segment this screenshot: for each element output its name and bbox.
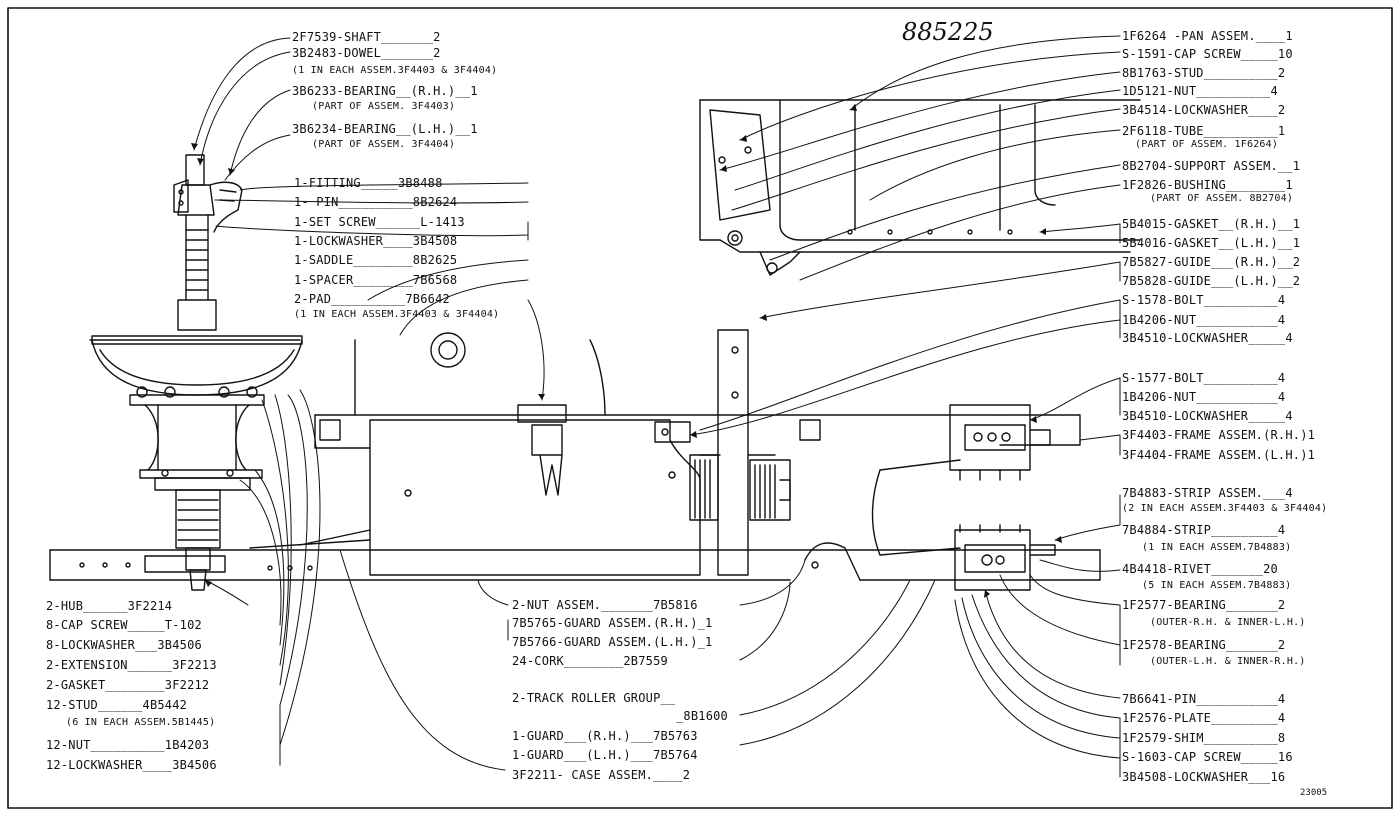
spindle-hub-assembly bbox=[89, 154, 303, 591]
part-note-bearing-rh: (PART OF ASSEM. 3F4403) bbox=[312, 101, 456, 112]
part-label-cap-screw-hub: 8-CAP SCREW_____T-102 bbox=[46, 618, 202, 632]
part-label-cap-screw-top: S-1591-CAP SCREW_____10 bbox=[1122, 47, 1293, 61]
part-note-bearing-lh: (PART OF ASSEM. 3F4404) bbox=[312, 139, 456, 150]
part-label-bearing-lh: 3B6234-BEARING__(L.H.)__1 bbox=[292, 122, 478, 136]
part-label-lockwasher-hub: 8-LOCKWASHER___3B4506 bbox=[46, 638, 202, 652]
part-label-frame-assem-rh: 3F4403-FRAME ASSEM.(R.H.)1 bbox=[1122, 428, 1316, 442]
part-label-strip: 7B4884-STRIP_________4 bbox=[1122, 523, 1286, 537]
part-note-pad: (1 IN EACH ASSEM.3F4403 & 3F4404) bbox=[294, 309, 500, 320]
part-note-strip: (1 IN EACH ASSEM.7B4883) bbox=[1142, 542, 1292, 553]
part-label-lockwasher-pan: 3B4514-LOCKWASHER____2 bbox=[1122, 103, 1286, 117]
part-label-shim: 1F2579-SHIM__________8 bbox=[1122, 731, 1286, 745]
part-label-track-roller-group-number: _8B1600 bbox=[676, 709, 728, 723]
part-note-bearing-outer-lh: (OUTER-L.H. & INNER-R.H.) bbox=[1150, 656, 1306, 667]
part-label-extension: 2-EXTENSION______3F2213 bbox=[46, 658, 217, 672]
part-label-guide-lh: 7B5828-GUIDE___(L.H.)__2 bbox=[1122, 274, 1301, 288]
part-label-guard-rh: 1-GUARD___(R.H.)___7B5763 bbox=[512, 729, 698, 743]
arrow-heads bbox=[191, 104, 1062, 598]
part-label-fitting: 1-FITTING_____3B8488 bbox=[294, 176, 443, 190]
track-roller-frame bbox=[49, 329, 1101, 581]
part-note-tube: (PART OF ASSEM. 1F6264) bbox=[1135, 139, 1279, 150]
part-label-pan-assem: 1F6264 -PAN ASSEM.____1 bbox=[1122, 29, 1293, 43]
part-label-strip-assem: 7B4883-STRIP ASSEM.___4 bbox=[1122, 486, 1293, 500]
part-label-pin-bottom: 7B6641-PIN___________4 bbox=[1122, 692, 1286, 706]
part-label-guard-assem-rh: 7B5765-GUARD ASSEM.(R.H.)_1 bbox=[512, 616, 713, 630]
part-note-rivet: (5 IN EACH ASSEM.7B4883) bbox=[1142, 580, 1292, 591]
figure-code: 23005 bbox=[1300, 788, 1328, 798]
part-label-lockwasher-stud: 12-LOCKWASHER____3B4506 bbox=[46, 758, 217, 772]
part-label-gasket-hub: 2-GASKET________3F2212 bbox=[46, 678, 210, 692]
part-note-bushing: (PART OF ASSEM. 8B2704) bbox=[1150, 193, 1294, 204]
part-label-tube: 2F6118-TUBE__________1 bbox=[1122, 124, 1286, 138]
part-label-frame-assem-lh: 3F4404-FRAME ASSEM.(L.H.)1 bbox=[1122, 448, 1316, 462]
part-label-case-assem: 3F2211- CASE ASSEM.____2 bbox=[512, 768, 691, 782]
part-label-shaft: 2F7539-SHAFT_______2 bbox=[292, 30, 441, 44]
part-label-gasket-lh: 5B4016-GASKET__(L.H.)__1 bbox=[1122, 236, 1301, 250]
part-note-stud-hub: (6 IN EACH ASSEM.5B1445) bbox=[66, 717, 216, 728]
part-label-bearing-outer-rh: 1F2577-BEARING_______2 bbox=[1122, 598, 1286, 612]
part-label-saddle: 1-SADDLE________8B2625 bbox=[294, 253, 458, 267]
part-label-rivet: 4B4418-RIVET_______20 bbox=[1122, 562, 1278, 576]
part-label-guard-lh: 1-GUARD___(L.H.)___7B5764 bbox=[512, 748, 698, 762]
drawing-number: 885225 bbox=[902, 18, 994, 46]
part-label-guard-assem-lh: 7B5766-GUARD ASSEM.(L.H.)_1 bbox=[512, 635, 713, 649]
part-label-lockwasher-frame-top: 3B4510-LOCKWASHER_____4 bbox=[1122, 331, 1293, 345]
part-label-cork: 24-CORK________2B7559 bbox=[512, 654, 668, 668]
part-label-stud-hub: 12-STUD______4B5442 bbox=[46, 698, 188, 712]
part-label-nut-mid: 1B4206-NUT___________4 bbox=[1122, 390, 1286, 404]
part-note-dowel: (1 IN EACH ASSEM.3F4403 & 3F4404) bbox=[292, 65, 498, 76]
part-label-spacer: 1-SPACER________7B6568 bbox=[294, 273, 458, 287]
part-label-lockwasher-top: 1-LOCKWASHER____3B4508 bbox=[294, 234, 458, 248]
part-label-pad: 2-PAD__________7B6642 bbox=[294, 292, 450, 306]
part-label-lockwasher-bottom: 3B4508-LOCKWASHER___16 bbox=[1122, 770, 1286, 784]
part-label-dowel: 3B2483-DOWEL_______2 bbox=[292, 46, 441, 60]
page-border bbox=[7, 7, 1393, 809]
part-label-guide-rh: 7B5827-GUIDE___(R.H.)__2 bbox=[1122, 255, 1301, 269]
part-label-nut-hub: 12-NUT__________1B4203 bbox=[46, 738, 210, 752]
part-label-bolt-top: S-1578-BOLT__________4 bbox=[1122, 293, 1286, 307]
part-note-strip-assem: (2 IN EACH ASSEM.3F4403 & 3F4404) bbox=[1122, 503, 1328, 514]
part-label-set-screw: 1-SET SCREW______L-1413 bbox=[294, 215, 465, 229]
part-label-bearing-outer-lh: 1F2578-BEARING_______2 bbox=[1122, 638, 1286, 652]
part-label-bushing: 1F2826-BUSHING________1 bbox=[1122, 178, 1293, 192]
part-label-nut-assem: 2-NUT ASSEM._______7B5816 bbox=[512, 598, 698, 612]
part-label-gasket-rh: 5B4015-GASKET__(R.H.)__1 bbox=[1122, 217, 1301, 231]
part-label-nut-top: 1D5121-NUT__________4 bbox=[1122, 84, 1278, 98]
part-label-pin: 1- PIN__________8B2624 bbox=[294, 195, 458, 209]
track-guard bbox=[804, 542, 861, 581]
part-label-bearing-rh: 3B6233-BEARING__(R.H.)__1 bbox=[292, 84, 478, 98]
bearing-frame-lower bbox=[954, 524, 1056, 591]
part-label-bolt-mid: S-1577-BOLT__________4 bbox=[1122, 371, 1286, 385]
part-label-support-assem: 8B2704-SUPPORT ASSEM.__1 bbox=[1122, 159, 1301, 173]
part-label-nut-frame-top: 1B4206-NUT___________4 bbox=[1122, 313, 1286, 327]
part-label-track-roller-group: 2-TRACK ROLLER GROUP__ bbox=[512, 691, 676, 705]
part-label-lockwasher-mid: 3B4510-LOCKWASHER_____4 bbox=[1122, 409, 1293, 423]
pan-support-assembly bbox=[699, 99, 1141, 276]
part-label-hub: 2-HUB______3F2214 bbox=[46, 599, 173, 613]
part-note-bearing-outer-rh: (OUTER-R.H. & INNER-L.H.) bbox=[1150, 617, 1306, 628]
part-label-stud-top: 8B1763-STUD__________2 bbox=[1122, 66, 1286, 80]
bearing-frame-upper bbox=[949, 404, 1051, 481]
part-label-plate: 1F2576-PLATE_________4 bbox=[1122, 711, 1286, 725]
part-label-cap-screw-bottom: S-1603-CAP SCREW_____16 bbox=[1122, 750, 1293, 764]
